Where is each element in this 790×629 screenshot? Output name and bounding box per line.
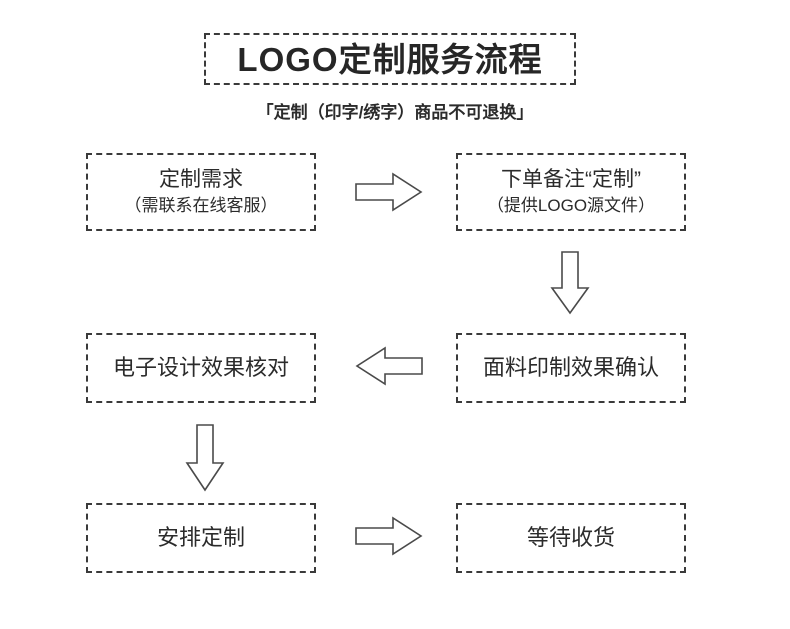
flow-node-title: 电子设计效果核对 [112, 355, 289, 381]
arrow-right-icon [355, 172, 423, 212]
flow-node-digital-design-check: 电子设计效果核对 [86, 333, 316, 403]
flow-node-subtitle: （需联系在线客服） [124, 196, 278, 216]
flow-node-custom-requirement: 定制需求 （需联系在线客服） [86, 153, 316, 231]
arrow-down-icon [185, 424, 225, 492]
arrow-right-icon [355, 516, 423, 556]
page-title-box: LOGO定制服务流程 [204, 33, 576, 85]
flow-node-title: 下单备注“定制” [501, 167, 641, 191]
flow-node-title: 安排定制 [156, 525, 245, 551]
flow-node-subtitle: （提供LOGO源文件） [486, 196, 656, 216]
arrow-left-icon [355, 346, 423, 386]
flow-node-order-note-custom: 下单备注“定制” （提供LOGO源文件） [456, 153, 686, 231]
arrow-down-icon [550, 251, 590, 315]
flow-node-fabric-print-confirm: 面料印制效果确认 [456, 333, 686, 403]
page-subtitle: 「定制（印字/绣字）商品不可退换」 [256, 103, 534, 122]
flow-node-title: 面料印制效果确认 [482, 355, 659, 381]
flow-node-title: 等待收货 [526, 525, 615, 551]
flow-node-await-delivery: 等待收货 [456, 503, 686, 573]
flow-node-arrange-production: 安排定制 [86, 503, 316, 573]
flow-node-title: 定制需求 [159, 167, 243, 191]
page-title: LOGO定制服务流程 [237, 40, 543, 78]
